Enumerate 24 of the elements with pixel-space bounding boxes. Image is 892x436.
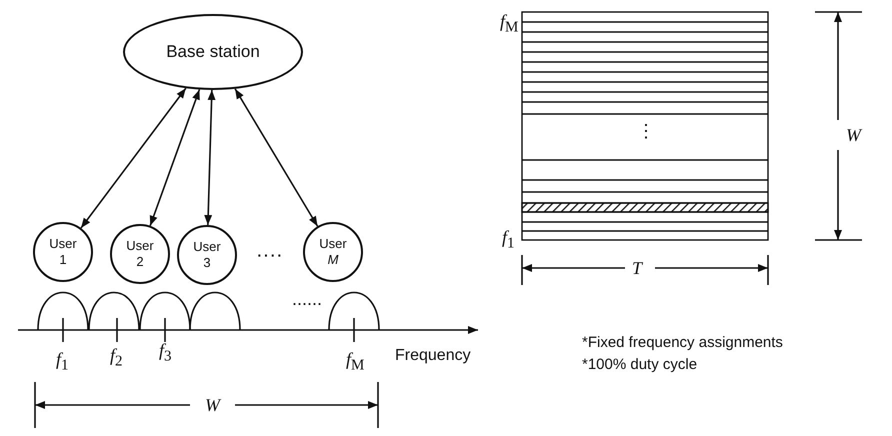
frequency-label: f$_{1}$ (56, 350, 69, 374)
axis-label: Frequency (395, 348, 471, 364)
arrow (234, 88, 318, 227)
arrow (80, 88, 186, 228)
user-circle: User M (303, 222, 363, 282)
frequency-label: f$_{M}$ (346, 350, 364, 374)
user-circle: User 2 (110, 224, 170, 284)
user-circle: User 3 (177, 225, 237, 285)
ellipsis: ...... (292, 290, 322, 308)
note-text: *100% duty cycle (582, 357, 698, 372)
frequency-label: f$_{3}$ (159, 341, 172, 365)
frequency-label: f$_{2}$ (110, 346, 123, 370)
base-station-ellipse: Base station (123, 14, 303, 90)
dimension-label: W (205, 396, 220, 414)
arrow (149, 89, 200, 226)
ellipsis: ···· (256, 245, 283, 265)
dimension-label: T (632, 259, 642, 277)
arrow (204, 90, 216, 226)
frequency-label: f$_{1}$ (502, 228, 515, 252)
ellipsis: ⋮ (637, 122, 655, 140)
dimension-label: W (846, 126, 861, 144)
user-circle: User 1 (33, 222, 93, 282)
note-text: *Fixed frequency assignments (582, 335, 783, 350)
frequency-label: f$_{M}$ (500, 12, 518, 36)
